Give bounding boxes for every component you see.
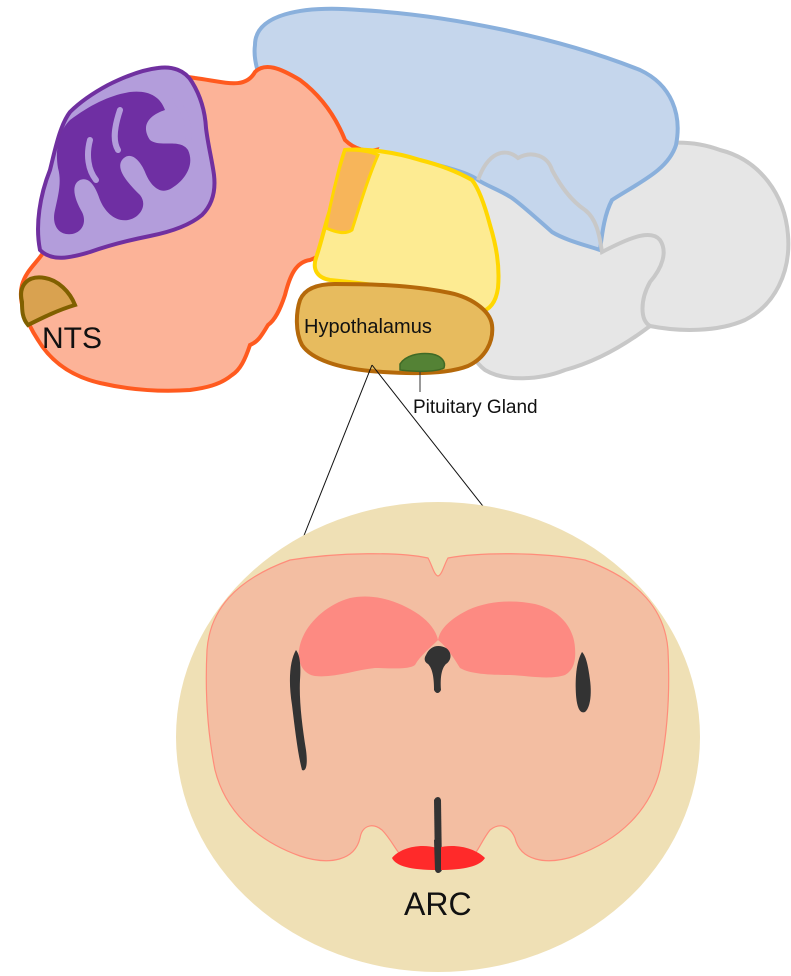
nts-label: NTS xyxy=(42,322,102,355)
hypothalamus-label: Hypothalamus xyxy=(304,316,432,338)
coronal-inset: ARC xyxy=(176,502,700,972)
zoom-line-left xyxy=(303,365,372,538)
pituitary-label: Pituitary Gland xyxy=(413,397,538,418)
zoom-line-right xyxy=(372,365,486,510)
arc-midline xyxy=(434,839,441,872)
sagittal-brain: NTS Hypothalamus Pituitary Gland xyxy=(21,9,788,418)
arc-label: ARC xyxy=(404,886,472,922)
